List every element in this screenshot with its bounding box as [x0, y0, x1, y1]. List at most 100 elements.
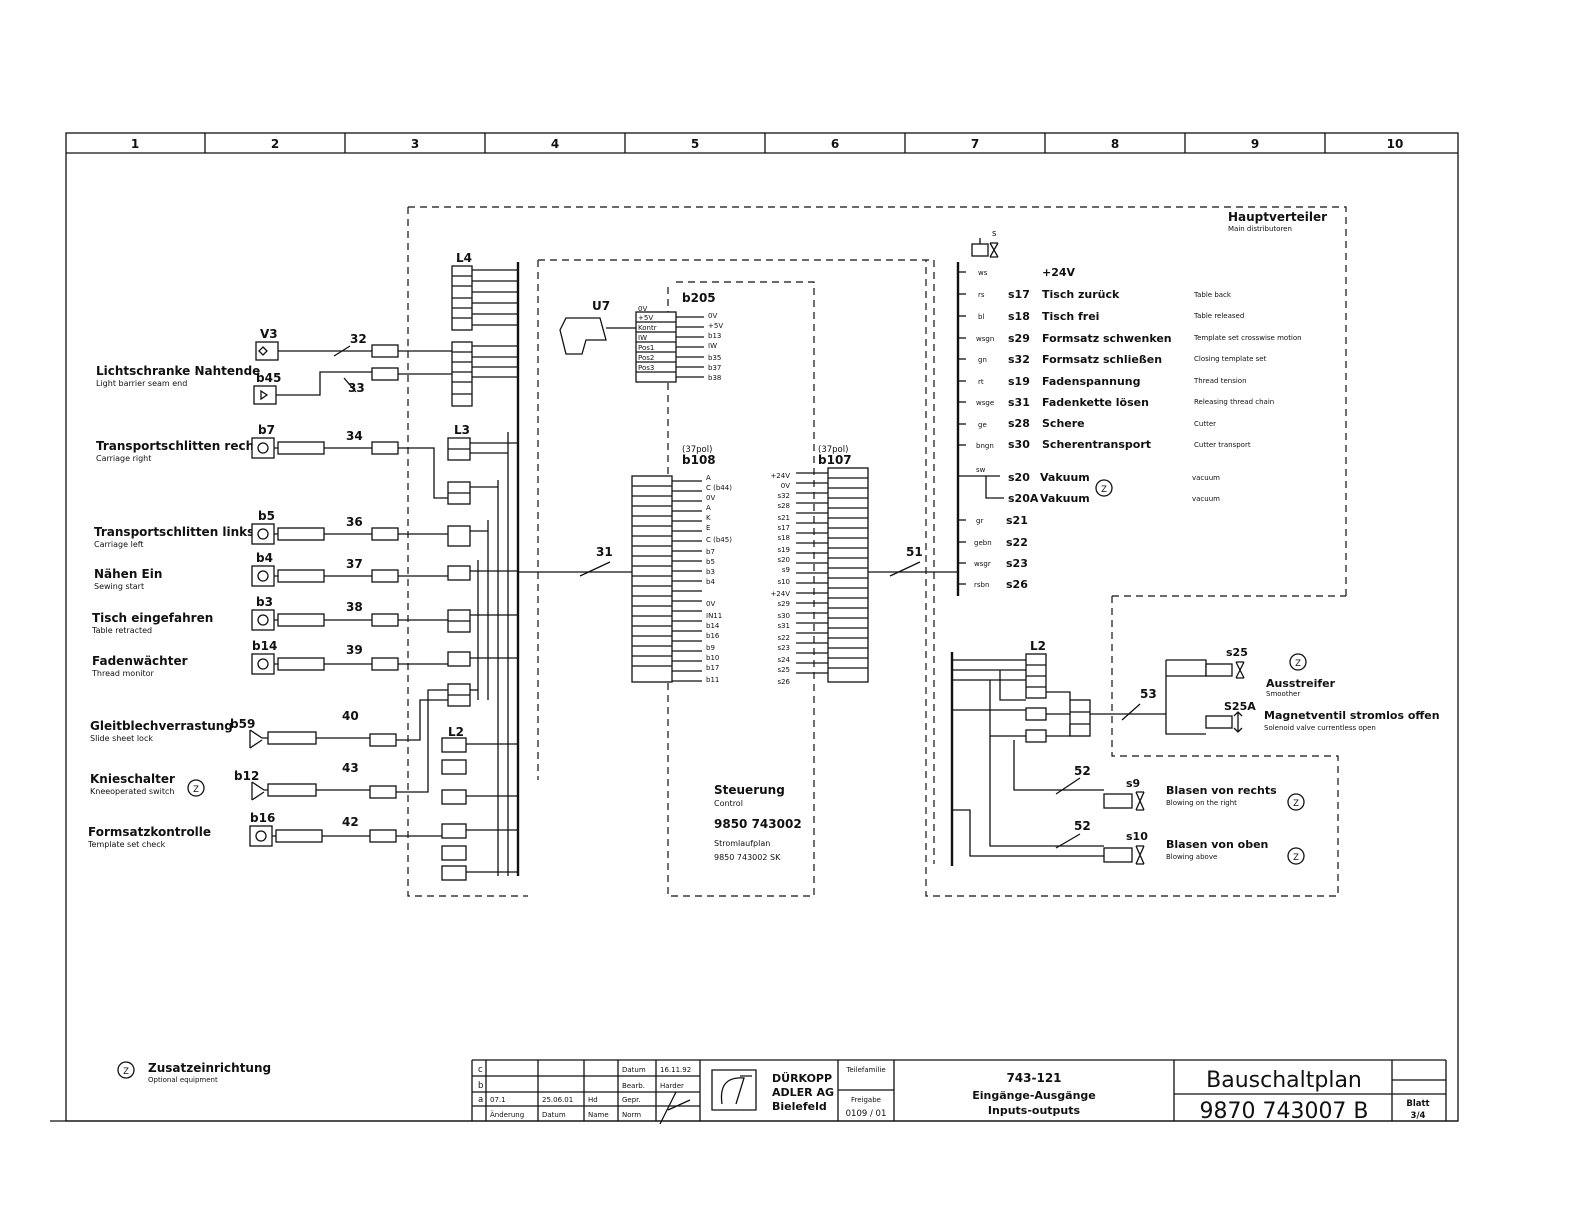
svg-text:Tisch zurück: Tisch zurück — [1042, 288, 1120, 301]
svg-text:16.11.92: 16.11.92 — [660, 1066, 691, 1074]
svg-text:IW: IW — [708, 342, 717, 350]
sensor-b3-icon — [251, 609, 275, 631]
svg-text:s10: s10 — [777, 578, 790, 586]
terminal-strip-l4: L4 — [451, 251, 518, 407]
svg-text:Optional equipment: Optional equipment — [148, 1076, 218, 1084]
svg-text:s28: s28 — [1008, 417, 1030, 430]
svg-text:a: a — [478, 1095, 483, 1105]
svg-text:b11: b11 — [706, 676, 719, 684]
svg-text:s21: s21 — [1006, 514, 1028, 527]
svg-text:s30: s30 — [777, 612, 790, 620]
svg-text:IW: IW — [638, 334, 647, 342]
svg-text:Z: Z — [1295, 659, 1301, 669]
svg-text:Bearb.: Bearb. — [622, 1082, 645, 1090]
col-2: 2 — [271, 137, 279, 151]
svg-text:40: 40 — [342, 709, 359, 723]
col-8: 8 — [1111, 137, 1119, 151]
svg-text:39: 39 — [346, 643, 363, 657]
svg-text:9850 743002: 9850 743002 — [714, 817, 802, 831]
svg-text:Table retracted: Table retracted — [91, 626, 152, 635]
optional-marker-knee: Z — [187, 779, 205, 797]
control-box — [538, 259, 935, 864]
title-block: c b a 07.1 25.06.01 Hd Änderung Datum Na… — [471, 1059, 1447, 1125]
svg-text:0V: 0V — [706, 600, 715, 608]
svg-text:0109 / 01: 0109 / 01 — [846, 1109, 887, 1119]
svg-text:wsgn: wsgn — [976, 335, 994, 343]
svg-text:Pos2: Pos2 — [638, 354, 654, 362]
svg-text:b35: b35 — [708, 354, 721, 362]
svg-text:c: c — [478, 1065, 483, 1075]
svg-text:Cutter: Cutter — [1194, 420, 1216, 428]
svg-text:Slide sheet lock: Slide sheet lock — [90, 734, 153, 743]
column-header: 1 2 3 4 5 6 7 8 9 10 — [131, 133, 1403, 153]
svg-text:b17: b17 — [706, 664, 719, 672]
svg-text:Closing template set: Closing template set — [1194, 355, 1267, 363]
svg-text:Steuerung: Steuerung — [714, 783, 785, 797]
switch-b12-icon — [251, 781, 265, 801]
svg-text:vacuum: vacuum — [1192, 495, 1220, 503]
svg-text:Inputs-outputs: Inputs-outputs — [988, 1104, 1081, 1117]
optional-legend: Z Zusatzeinrichtung Optional equipment — [117, 1061, 271, 1084]
svg-text:b7: b7 — [706, 548, 715, 556]
svg-text:b45: b45 — [256, 371, 281, 385]
svg-text:(37pol): (37pol) — [682, 445, 712, 455]
svg-text:Carriage left: Carriage left — [94, 540, 144, 549]
svg-text:Releasing thread chain: Releasing thread chain — [1194, 398, 1274, 406]
svg-text:52: 52 — [1074, 819, 1091, 833]
svg-text:s19: s19 — [777, 546, 790, 554]
svg-text:Änderung: Änderung — [490, 1110, 524, 1119]
main-distributor-box — [408, 206, 1347, 596]
svg-text:s17: s17 — [1008, 288, 1030, 301]
svg-text:b10: b10 — [706, 654, 719, 662]
svg-text:9850 743002 SK: 9850 743002 SK — [714, 853, 781, 862]
svg-text:S25A: S25A — [1224, 700, 1256, 713]
svg-text:Blatt: Blatt — [1406, 1099, 1429, 1109]
col-7: 7 — [971, 137, 979, 151]
svg-text:Datum: Datum — [622, 1066, 646, 1074]
svg-text:53: 53 — [1140, 687, 1157, 701]
svg-text:Carriage right: Carriage right — [96, 454, 151, 463]
input-wiring: 32 33 34 36 37 38 39 40 43 — [262, 332, 452, 843]
svg-text:Solenoid valve currentless ope: Solenoid valve currentless open — [1264, 724, 1376, 732]
svg-text:Vakuum: Vakuum — [1040, 471, 1090, 484]
svg-text:b38: b38 — [708, 374, 721, 382]
svg-text:b9: b9 — [706, 644, 715, 652]
svg-text:b4: b4 — [256, 551, 273, 565]
svg-text:s29: s29 — [1008, 332, 1030, 345]
svg-text:b: b — [478, 1081, 483, 1091]
svg-text:b16: b16 — [250, 811, 275, 825]
drawing-frame — [65, 132, 1459, 1122]
svg-text:b107: b107 — [818, 453, 852, 467]
svg-text:bngn: bngn — [976, 442, 994, 450]
svg-text:s24: s24 — [777, 656, 790, 664]
svg-text:s19: s19 — [1008, 375, 1030, 388]
svg-text:s18: s18 — [777, 534, 790, 542]
label-sewing-start: Nähen Ein — [94, 567, 162, 581]
svg-text:ADLER AG: ADLER AG — [772, 1086, 834, 1099]
sensor-b7-icon — [251, 437, 275, 459]
label-carriage-right: Transportschlitten rechts — [96, 439, 267, 453]
svg-text:36: 36 — [346, 515, 363, 529]
svg-text:0V: 0V — [781, 482, 790, 490]
svg-text:s23: s23 — [777, 644, 790, 652]
svg-text:Tisch frei: Tisch frei — [1042, 310, 1099, 323]
svg-text:+5V: +5V — [638, 314, 653, 322]
encoder-u7-icon: U7 — [559, 299, 636, 355]
svg-text:Thread tension: Thread tension — [1193, 377, 1247, 385]
svg-text:s30: s30 — [1008, 438, 1030, 451]
svg-text:b37: b37 — [708, 364, 721, 372]
connector-b107: (37pol) b107 +24V 0V s32 s28 s21 s17 s18… — [770, 445, 869, 686]
sensor-b14-icon — [251, 653, 275, 675]
svg-text:C (b45): C (b45) — [706, 536, 732, 544]
svg-text:Smoother: Smoother — [1266, 690, 1300, 698]
svg-text:s20: s20 — [1008, 471, 1030, 484]
connector-b108: (37pol) b108 A C (b44) 0V A K E C (b45) … — [631, 445, 732, 684]
svg-text:s29: s29 — [777, 600, 790, 608]
svg-text:s9: s9 — [782, 566, 790, 574]
svg-text:gr: gr — [976, 517, 983, 525]
svg-text:Fadenspannung: Fadenspannung — [1042, 375, 1141, 388]
svg-text:DÜRKOPP: DÜRKOPP — [772, 1071, 832, 1085]
svg-text:L3: L3 — [454, 423, 470, 437]
svg-text:Z: Z — [123, 1067, 129, 1077]
